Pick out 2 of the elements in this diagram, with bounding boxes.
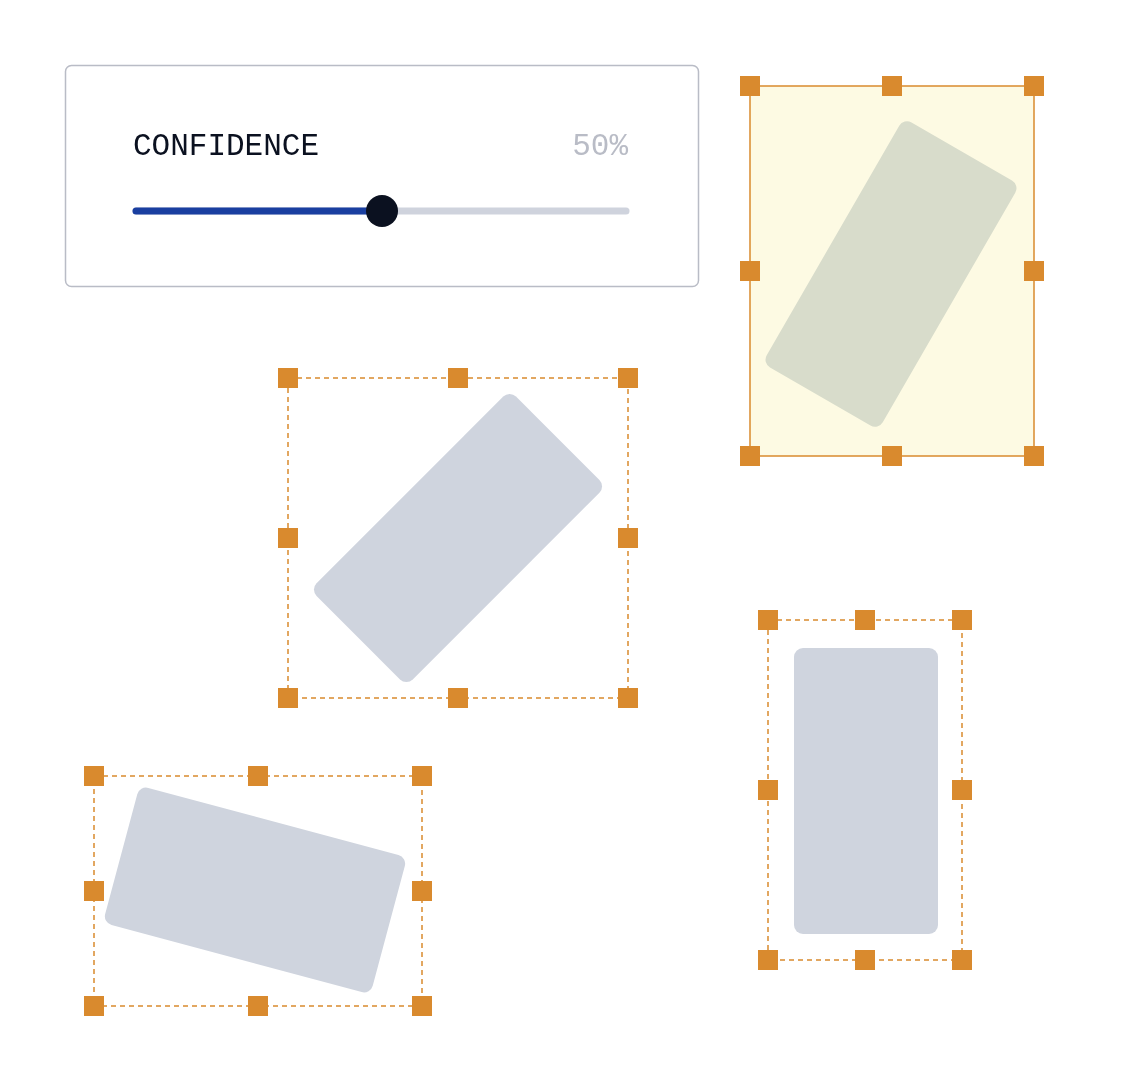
slider-value: 50%: [572, 129, 628, 165]
slider-label: CONFIDENCE: [133, 129, 320, 165]
